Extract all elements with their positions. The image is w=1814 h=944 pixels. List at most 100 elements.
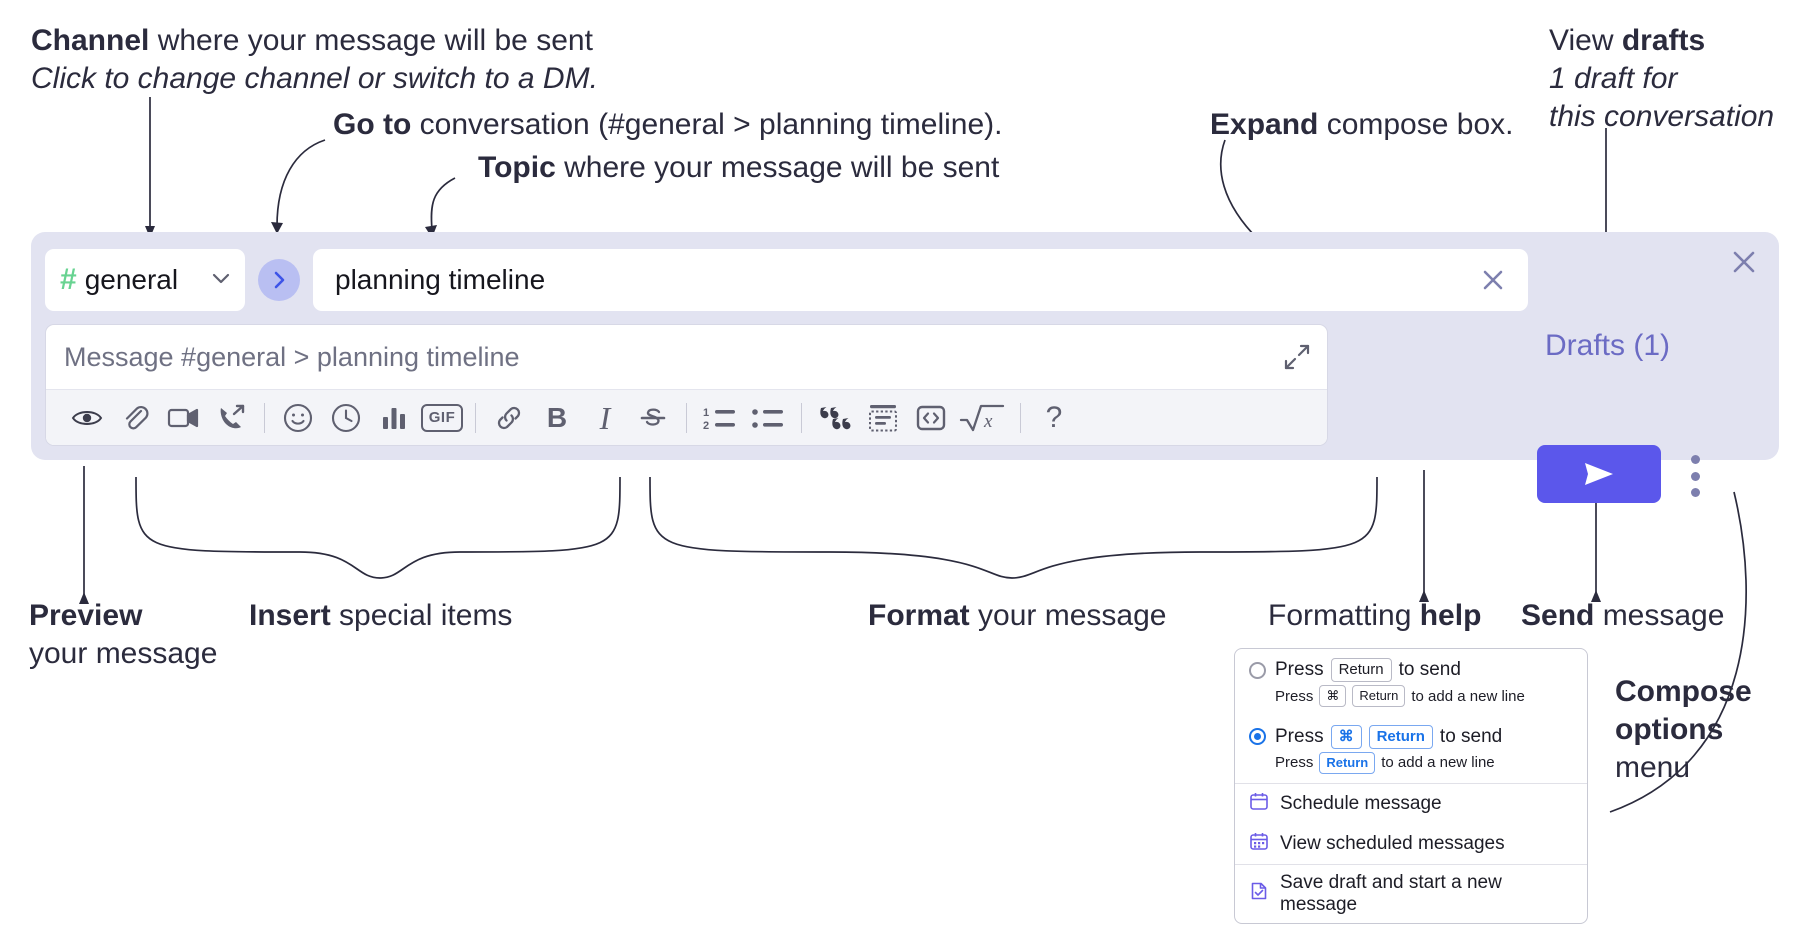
- option-press-return[interactable]: Press Return to send: [1235, 649, 1587, 684]
- draft-check-icon: [1249, 881, 1269, 907]
- option1-press: Press: [1275, 659, 1324, 681]
- annotation-insert-rest: special items: [330, 599, 513, 632]
- toolbar-divider: [475, 402, 476, 433]
- toolbar-divider: [686, 402, 687, 433]
- annotation-channel: Channel where your message will be sent …: [31, 22, 651, 98]
- reminder-clock-icon[interactable]: [322, 396, 370, 440]
- channel-name: general: [84, 264, 179, 295]
- bulleted-list-icon[interactable]: [744, 396, 792, 440]
- kebab-dot: [1690, 471, 1700, 481]
- italic-label: I: [599, 399, 611, 436]
- annotation-compose-rest: menu: [1615, 750, 1691, 784]
- preview-icon[interactable]: [63, 396, 111, 440]
- emoji-icon[interactable]: [274, 396, 322, 440]
- go-to-conversation-button[interactable]: [258, 259, 300, 301]
- topic-field[interactable]: planning timeline: [313, 249, 1528, 311]
- menu-item-schedule-message[interactable]: Schedule message: [1235, 784, 1587, 824]
- chevron-down-icon: [209, 266, 233, 295]
- option2-key2: Return: [1368, 724, 1433, 750]
- annotation-send-rest: message: [1594, 599, 1725, 632]
- option2-sub-rest: to add a new line: [1381, 754, 1495, 772]
- annotation-insert: Insert special items: [249, 597, 669, 635]
- annotation-help-prefix: Formatting: [1268, 599, 1420, 632]
- annotation-preview-bold: Preview: [29, 599, 143, 632]
- annotation-topic: Topic where your message will be sent: [478, 149, 1098, 187]
- annotation-preview: Preview your message: [29, 597, 289, 673]
- inline-code-icon[interactable]: [907, 396, 955, 440]
- annotation-compose-bold1: Compose: [1615, 675, 1752, 708]
- drafts-link[interactable]: Drafts (1): [1545, 329, 1671, 362]
- menu-item-view-scheduled-messages[interactable]: View scheduled messages: [1235, 824, 1587, 864]
- attachment-icon[interactable]: [111, 396, 159, 440]
- annotation-goto: Go to conversation (#general > planning …: [333, 106, 1013, 144]
- help-label: ?: [1045, 400, 1063, 434]
- menu-divider: [1235, 863, 1587, 865]
- compose-options-button[interactable]: [1683, 455, 1707, 497]
- poll-icon[interactable]: [370, 396, 418, 440]
- strikethrough-icon[interactable]: [629, 396, 677, 440]
- option1-subtext: Press ⌘ Return to add a new line: [1235, 684, 1587, 716]
- audio-clip-icon[interactable]: [207, 396, 255, 440]
- clear-topic-icon[interactable]: [1472, 259, 1514, 301]
- annotation-compose-bold2: options: [1615, 712, 1724, 746]
- math-icon[interactable]: x: [955, 396, 1011, 440]
- toolbar-divider: [1020, 402, 1021, 433]
- italic-icon[interactable]: I: [581, 396, 629, 440]
- toolbar-divider: [264, 402, 265, 433]
- radio-selected[interactable]: [1249, 728, 1266, 746]
- svg-text:x: x: [983, 411, 993, 432]
- option1-sub-key1: ⌘: [1319, 685, 1347, 707]
- option2-subtext: Press Return to add a new line: [1235, 751, 1587, 783]
- annotation-drafts: View drafts 1 draft for this conversatio…: [1549, 22, 1809, 135]
- message-placeholder: Message #general > planning timeline: [64, 342, 520, 372]
- formatting-help-icon[interactable]: ?: [1030, 396, 1078, 440]
- menu-item-label: Schedule message: [1280, 792, 1442, 814]
- menu-item-save-draft[interactable]: Save draft and start a new message: [1235, 865, 1587, 923]
- toolbar-divider: [801, 402, 802, 433]
- annotation-preview-line2: your message: [29, 636, 218, 670]
- annotation-expand: Expand compose box.: [1210, 106, 1550, 144]
- svg-text:1: 1: [703, 407, 709, 419]
- svg-text:2: 2: [703, 420, 709, 432]
- channel-selector[interactable]: # general: [45, 249, 245, 311]
- option1-key: Return: [1330, 658, 1392, 683]
- annotation-insert-bold: Insert: [249, 599, 331, 632]
- annotation-topic-bold: Topic: [478, 151, 556, 184]
- code-block-icon[interactable]: [859, 396, 907, 440]
- annotation-format-rest: your message: [969, 599, 1167, 632]
- annotation-send-bold: Send: [1521, 599, 1595, 632]
- kebab-dot: [1690, 455, 1700, 464]
- annotation-drafts-bold: drafts: [1621, 24, 1706, 57]
- calendar-icon: [1249, 791, 1269, 817]
- ordered-list-icon[interactable]: 1 2: [696, 396, 744, 440]
- compose-options-menu: Press Return to send Press ⌘ Return to a…: [1234, 648, 1588, 924]
- formatting-toolbar: GIF B I: [46, 389, 1327, 445]
- menu-item-label: Save draft and start a new message: [1280, 871, 1502, 915]
- annotation-format: Format your message: [868, 597, 1288, 635]
- option2-sub-key: Return: [1319, 752, 1376, 774]
- annotation-goto-bold: Go to: [333, 108, 412, 141]
- option-press-cmd-return[interactable]: Press ⌘ Return to send: [1235, 716, 1587, 751]
- close-icon[interactable]: [1727, 245, 1761, 279]
- destination-row: # general planning timeline: [45, 248, 1528, 312]
- option1-sub-key2: Return: [1352, 685, 1406, 707]
- annotation-drafts-line3: this conversation: [1549, 99, 1775, 133]
- video-icon[interactable]: [159, 396, 207, 440]
- bold-icon[interactable]: B: [533, 396, 581, 440]
- message-input-box[interactable]: Message #general > planning timeline: [45, 324, 1328, 446]
- expand-icon[interactable]: [1279, 339, 1315, 375]
- send-button[interactable]: [1537, 445, 1661, 503]
- radio-unselected[interactable]: [1249, 661, 1266, 679]
- annotation-help-bold: help: [1419, 599, 1482, 632]
- option1-sub-rest: to add a new line: [1411, 687, 1525, 705]
- menu-divider: [1235, 782, 1587, 784]
- calendar-grid-icon: [1249, 831, 1269, 857]
- link-icon[interactable]: [485, 396, 533, 440]
- option2-press: Press: [1275, 725, 1324, 747]
- blockquote-icon[interactable]: [811, 396, 859, 440]
- annotation-format-bold: Format: [868, 599, 970, 632]
- annotation-compose-options: Compose options menu: [1615, 673, 1814, 786]
- annotation-channel-italic: Click to change channel or switch to a D…: [31, 61, 598, 95]
- bold-label: B: [546, 401, 568, 433]
- gif-icon[interactable]: GIF: [418, 396, 466, 440]
